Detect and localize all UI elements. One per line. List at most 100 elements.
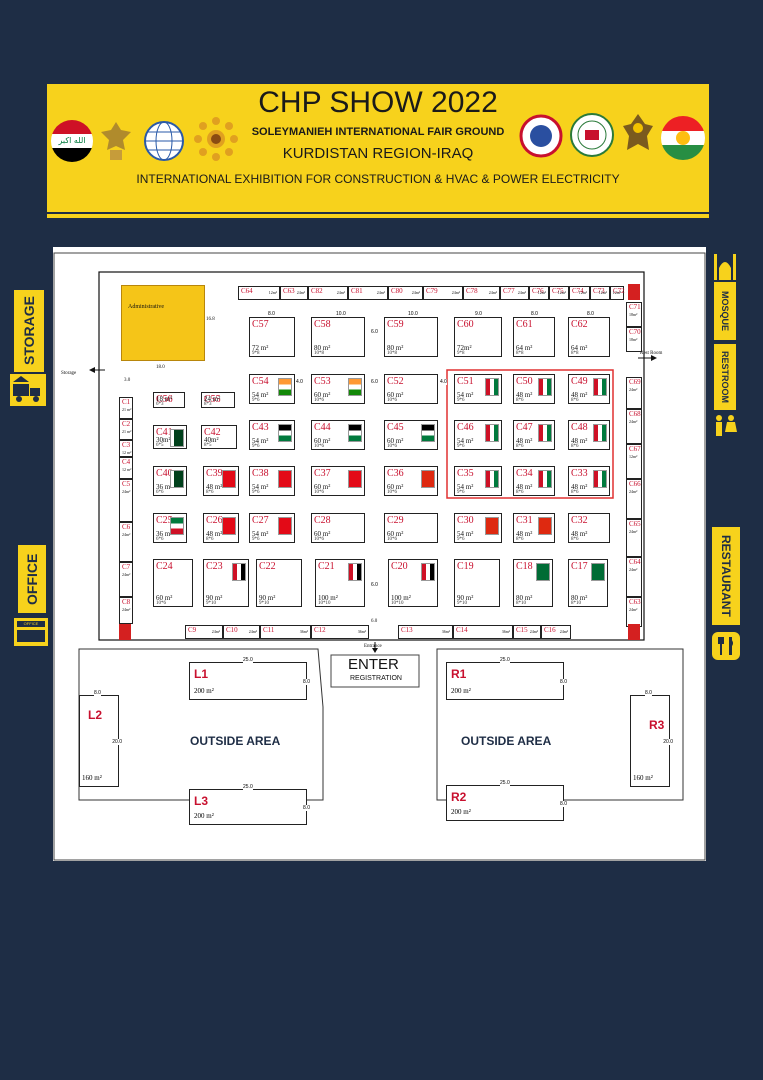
booth-dimensions: 9*6 <box>457 444 465 449</box>
booth-area: 54 m² <box>252 437 269 445</box>
booth-dimensions: 9*10 <box>457 601 467 606</box>
booth-area: 80 m² <box>387 344 404 352</box>
corner-block <box>628 284 640 300</box>
booth-id: C50 <box>516 376 533 387</box>
office-tab: OFFICE <box>18 545 46 613</box>
booth-area: 24m² <box>629 419 638 424</box>
enter-label[interactable]: ENTER <box>348 656 399 673</box>
kurdistan-emblem-icon <box>621 112 655 158</box>
